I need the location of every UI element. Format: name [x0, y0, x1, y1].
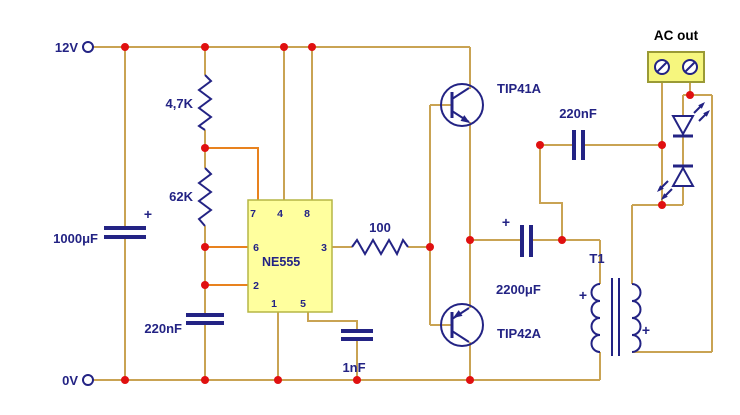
label-1nf: 1nF: [342, 360, 365, 375]
ne555-ic: 7 4 8 6 2 3 1 5 NE555: [247, 199, 333, 313]
label-0v: 0V: [62, 373, 78, 388]
pin-7-label: 7: [250, 208, 256, 220]
primary-coil: [590, 283, 601, 353]
label-tip42a: TIP42A: [497, 326, 542, 341]
ic-name: NE555: [262, 255, 300, 269]
pin-8-label: 8: [304, 208, 310, 220]
plus-secondary: +: [642, 322, 650, 338]
emitter-arrow: [453, 310, 463, 318]
label-100: 100: [369, 220, 391, 235]
pin7-wire: [205, 147, 259, 200]
12v-terminal: [82, 41, 94, 53]
label-62k: 62K: [169, 189, 193, 204]
pin-5-label: 5: [300, 298, 306, 310]
led-indicator: [657, 102, 710, 200]
ic-body: [247, 199, 333, 313]
resistor-100: [351, 237, 409, 257]
pin-6-label: 6: [253, 242, 259, 254]
label-220nf-timing: 220nF: [144, 321, 182, 336]
supply-terminals: [82, 41, 94, 386]
capacitor-220nf-timing: [186, 313, 224, 325]
led-down: [671, 115, 695, 137]
capacitor-220nf-snubber: [572, 130, 585, 160]
led-up: [671, 165, 695, 187]
plus-1000uf: +: [144, 206, 152, 222]
emitter-arrow: [460, 115, 470, 123]
label-t1: T1: [589, 251, 604, 266]
capacitor-2200uf: [520, 225, 533, 257]
capacitor-1nf: [341, 329, 373, 341]
label-tip41a: TIP41A: [497, 81, 542, 96]
transistor-tip41a: [440, 83, 484, 127]
orange-wires: [205, 147, 259, 286]
junction-dots: [121, 43, 694, 384]
wires: [93, 46, 713, 381]
pin-4-label: 4: [277, 208, 283, 220]
labels: 12V 0V 1000μF + 4,7K 62K 220nF 100 1nF T…: [53, 28, 698, 388]
ac-out-terminal-block: [647, 51, 705, 83]
0v-terminal: [82, 374, 94, 386]
transformer-t1: [590, 278, 642, 356]
transistor-tip42a: [440, 303, 484, 347]
plus-2200uf: +: [502, 214, 510, 230]
label-2200uf: 2200μF: [496, 282, 541, 297]
pin-3-label: 3: [321, 242, 327, 254]
plus-primary: +: [579, 287, 587, 303]
label-220nf-snubber: 220nF: [559, 106, 597, 121]
pin-1-label: 1: [271, 298, 277, 310]
resistor-62k: [197, 167, 213, 227]
resistor-4k7: [197, 74, 213, 131]
label-ac-out: AC out: [654, 28, 699, 43]
secondary-coil: [631, 283, 642, 353]
label-12v: 12V: [55, 40, 78, 55]
label-1000uf: 1000μF: [53, 231, 98, 246]
capacitor-1000uf: [104, 226, 146, 239]
pin-2-label: 2: [253, 280, 259, 292]
label-4k7: 4,7K: [166, 96, 194, 111]
